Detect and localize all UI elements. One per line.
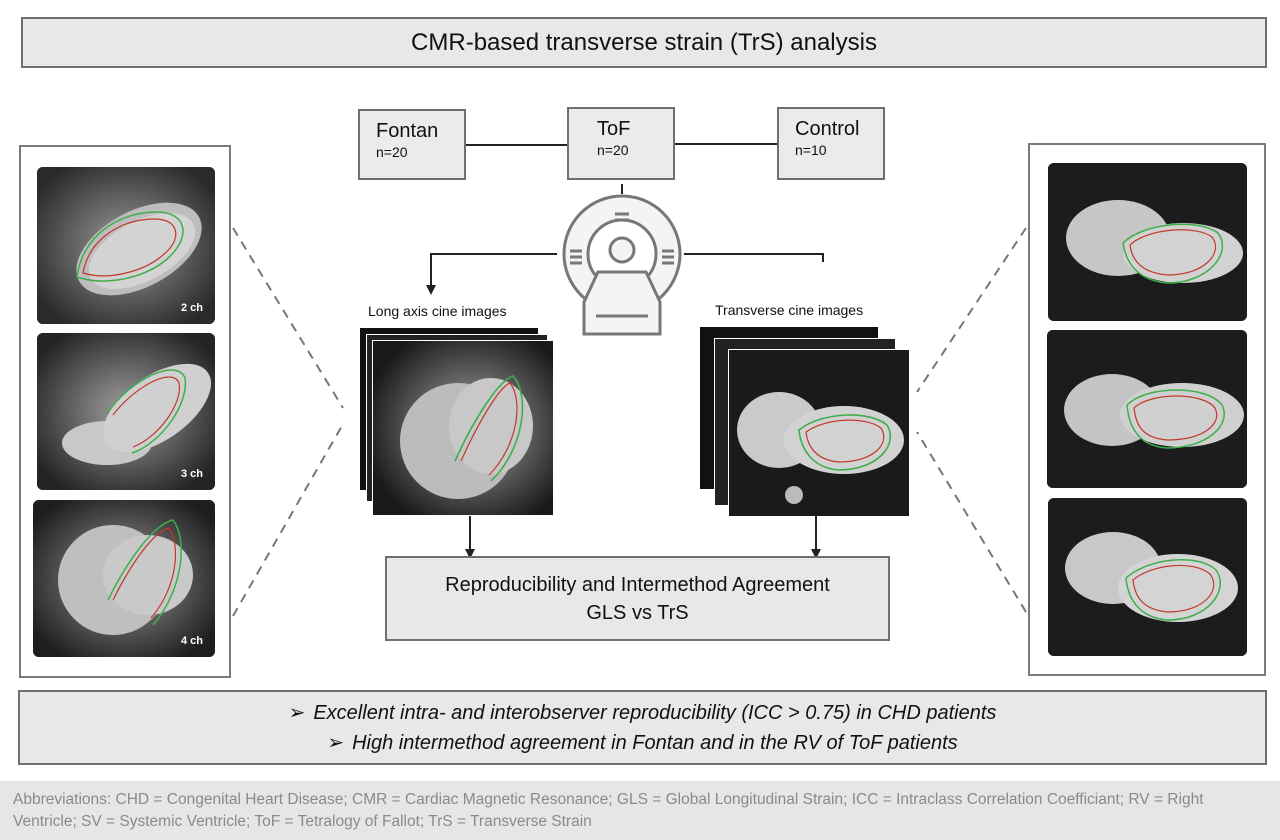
view-label: 2 ch (180, 302, 203, 314)
conclusion-text: High intermethod agreement in Fontan and… (352, 731, 958, 754)
cmr-image-2ch-graphic (37, 167, 215, 324)
cmr-transverse-graphic-3 (1048, 498, 1247, 656)
group-box-control: Control n=10 (777, 107, 885, 180)
conclusions-box: ➢ Excellent intra- and interobserver rep… (18, 690, 1267, 765)
cmr-transverse-graphic-1 (1048, 163, 1247, 321)
long-axis-graphic (373, 341, 553, 515)
group-count: n=20 (597, 142, 629, 158)
cmr-transverse-image-2 (1047, 330, 1247, 488)
cmr-image-4ch-graphic (33, 500, 215, 657)
mri-scanner-icon (562, 194, 682, 336)
group-name: Fontan (376, 120, 439, 142)
cmr-image-3ch-graphic (37, 333, 215, 490)
dashed-line-left-top (232, 227, 344, 409)
abbreviations-text: Abbreviations: CHD = Congenital Heart Di… (13, 791, 1204, 830)
dashed-line-right-top (916, 227, 1027, 393)
cmr-image-4ch: 4 ch (33, 500, 215, 657)
group-box-fontan: Fontan n=20 (358, 109, 466, 180)
group-count: n=10 (795, 142, 827, 158)
conclusion-item: ➢ Excellent intra- and interobserver rep… (289, 698, 997, 728)
group-box-tof: ToF n=20 (567, 107, 675, 180)
dashed-line-left-bottom (232, 423, 344, 617)
transverse-graphic (729, 350, 909, 516)
abbreviations-footer: Abbreviations: CHD = Congenital Heart Di… (0, 781, 1280, 840)
group-name: ToF (597, 118, 631, 140)
group-name: Control (795, 118, 860, 140)
view-label: 3 ch (180, 468, 203, 480)
result-line-2: GLS vs TrS (586, 601, 689, 624)
arrow-to-long-axis (426, 253, 557, 295)
arrow-bullet-icon: ➢ (288, 701, 306, 724)
result-line-1: Reproducibility and Intermethod Agreemen… (445, 573, 830, 596)
dashed-line-right-bottom (916, 431, 1027, 613)
view-label: 4 ch (180, 635, 203, 647)
cmr-transverse-graphic-2 (1047, 330, 1247, 488)
connector-to-transverse (684, 253, 824, 262)
cmr-image-2ch: 2 ch (37, 167, 215, 324)
transverse-image (728, 349, 910, 517)
cmr-transverse-image-1 (1048, 163, 1247, 321)
conclusion-item: ➢ High intermethod agreement in Fontan a… (327, 728, 957, 758)
diagram-title: CMR-based transverse strain (TrS) analys… (21, 17, 1267, 68)
arrow-bullet-icon: ➢ (327, 731, 345, 754)
long-axis-image (372, 340, 554, 516)
cmr-image-3ch: 3 ch (37, 333, 215, 490)
cmr-transverse-image-3 (1048, 498, 1247, 656)
result-box: Reproducibility and Intermethod Agreemen… (385, 556, 890, 641)
long-axis-caption: Long axis cine images (368, 303, 507, 319)
transverse-caption: Transverse cine images (715, 302, 864, 318)
group-count: n=20 (376, 144, 408, 160)
conclusion-text: Excellent intra- and interobserver repro… (313, 701, 997, 724)
